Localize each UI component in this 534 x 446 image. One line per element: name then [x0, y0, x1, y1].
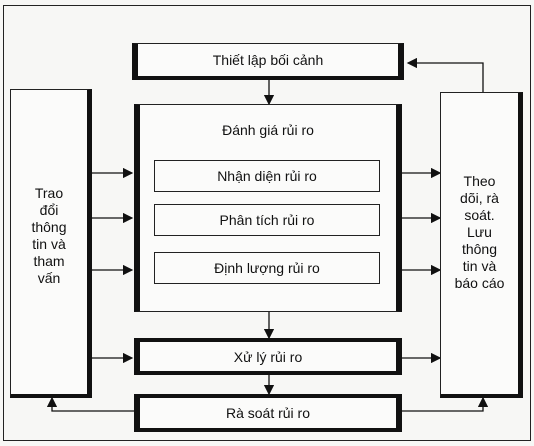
- treatment-box: Xử lý rủi ro: [134, 338, 402, 375]
- communication-label: Trao đổi thông tin và tham vấn: [11, 185, 87, 287]
- review-box: Rà soát rủi ro: [134, 394, 402, 432]
- monitoring-line: soát.: [464, 207, 495, 223]
- monitoring-line: báo cáo: [454, 275, 505, 291]
- communication-line: tham: [33, 253, 65, 269]
- communication-line: vấn: [37, 270, 61, 286]
- context-label: Thiết lập bối cảnh: [212, 52, 324, 68]
- quantify-box: Định lượng rủi ro: [154, 252, 380, 284]
- assessment-label: Đánh giá rủi ro: [222, 122, 314, 138]
- analyze-label: Phân tích rủi ro: [219, 212, 315, 228]
- analyze-box: Phân tích rủi ro: [154, 204, 380, 236]
- monitoring-line: thông: [461, 241, 498, 257]
- communication-line: Trao: [34, 185, 64, 201]
- communication-line: đổi: [39, 202, 59, 218]
- treatment-label: Xử lý rủi ro: [233, 349, 303, 365]
- monitoring-label: Theo dõi, rà soát. Lưu thông tin và báo …: [441, 173, 518, 292]
- monitoring-line: dõi, rà: [460, 190, 499, 206]
- context-box: Thiết lập bối cảnh: [132, 43, 404, 80]
- quantify-label: Định lượng rủi ro: [214, 260, 320, 276]
- monitoring-line: Lưu: [467, 224, 492, 240]
- review-label: Rà soát rủi ro: [225, 405, 311, 421]
- outer-frame: [3, 5, 531, 441]
- communication-line: thông: [31, 219, 67, 235]
- assessment-box: Đánh giá rủi ro Nhận diện rủi ro Phân tí…: [134, 104, 402, 312]
- communication-line: tin và: [32, 236, 66, 252]
- monitoring-line: Theo: [463, 173, 496, 189]
- identify-box: Nhận diện rủi ro: [154, 160, 380, 192]
- monitoring-line: tin và: [462, 258, 497, 274]
- monitoring-box: Theo dõi, rà soát. Lưu thông tin và báo …: [440, 92, 523, 398]
- identify-label: Nhận diện rủi ro: [217, 168, 317, 184]
- communication-box: Trao đổi thông tin và tham vấn: [10, 89, 92, 398]
